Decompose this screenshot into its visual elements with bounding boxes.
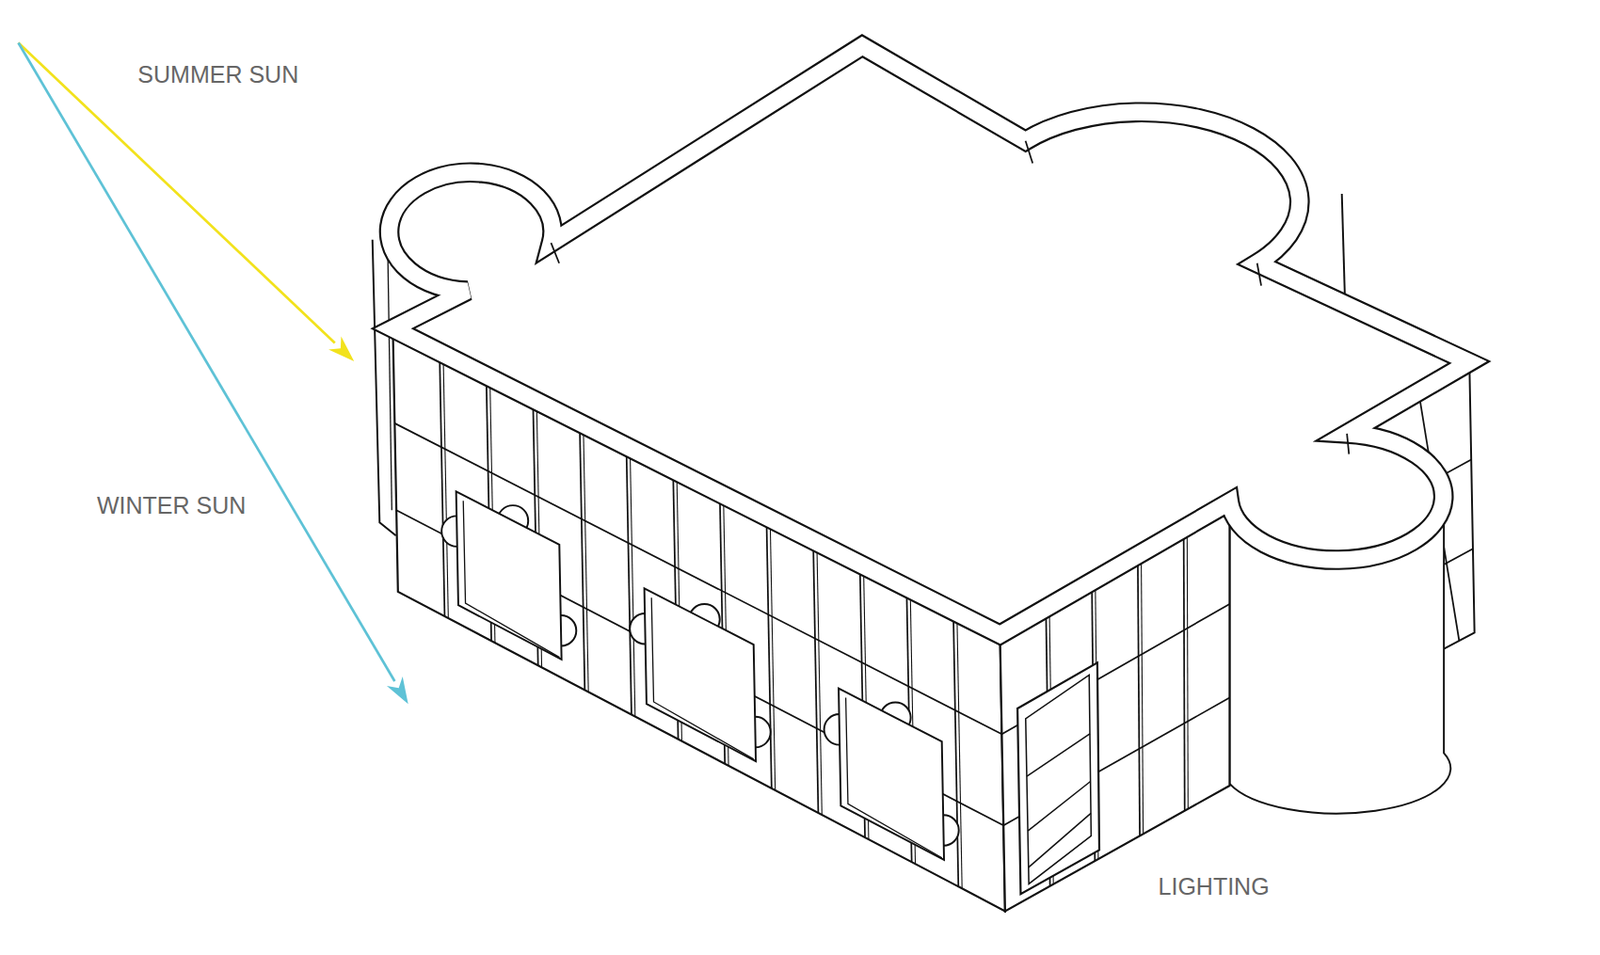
- cylinder-wall: [387, 250, 392, 512]
- entrance-door: [1017, 662, 1100, 895]
- grid-line: [1141, 553, 1144, 835]
- winter-sun-arrow-shaft: [18, 43, 396, 682]
- puzzle-body: [838, 688, 944, 861]
- building: [372, 46, 1475, 912]
- grid-line: [1184, 528, 1185, 812]
- roof-parapet-top: [389, 46, 1471, 636]
- door-frame: [1017, 662, 1100, 895]
- puzzle-body: [644, 588, 756, 762]
- cylinder-wall: [372, 240, 397, 536]
- grid-line: [957, 612, 962, 889]
- door-inner: [1025, 674, 1092, 884]
- door-step: [1027, 782, 1091, 832]
- puzzle-window: [441, 491, 576, 659]
- summer-sun-arrow-head: [328, 336, 354, 361]
- parapet-end: [1346, 433, 1349, 455]
- winter-sun-arrow-head: [386, 676, 409, 704]
- door-step: [1026, 734, 1090, 777]
- cylinder-wall: [1342, 193, 1345, 299]
- parapet-end: [1025, 141, 1034, 164]
- door-step: [1028, 813, 1091, 867]
- grid-line: [1137, 555, 1140, 836]
- puzzle-depth: [651, 597, 754, 760]
- sun-label: WINTER SUN: [96, 494, 246, 518]
- puzzle-depth: [846, 698, 943, 859]
- grid-line: [1186, 527, 1188, 810]
- grid-line: [769, 518, 775, 791]
- parapet-end: [1257, 263, 1262, 287]
- puzzle-depth: [463, 500, 560, 657]
- roof-parapet: [389, 46, 1471, 636]
- grid-line: [629, 448, 635, 717]
- grid-line: [583, 424, 589, 692]
- puzzle-window: [824, 688, 960, 861]
- parapet-end: [550, 242, 560, 264]
- puzzle-window: [629, 588, 771, 762]
- sun-label: SUMMER SUN: [137, 63, 299, 87]
- winter-sun-arrow: [18, 43, 409, 705]
- summer-sun-arrow-shaft: [18, 43, 336, 344]
- grid-line: [816, 542, 822, 816]
- sun-label: LIGHTING: [1158, 875, 1270, 899]
- grid-line: [443, 353, 448, 619]
- puzzle-body: [456, 491, 562, 659]
- summer-sun-arrow: [18, 43, 355, 362]
